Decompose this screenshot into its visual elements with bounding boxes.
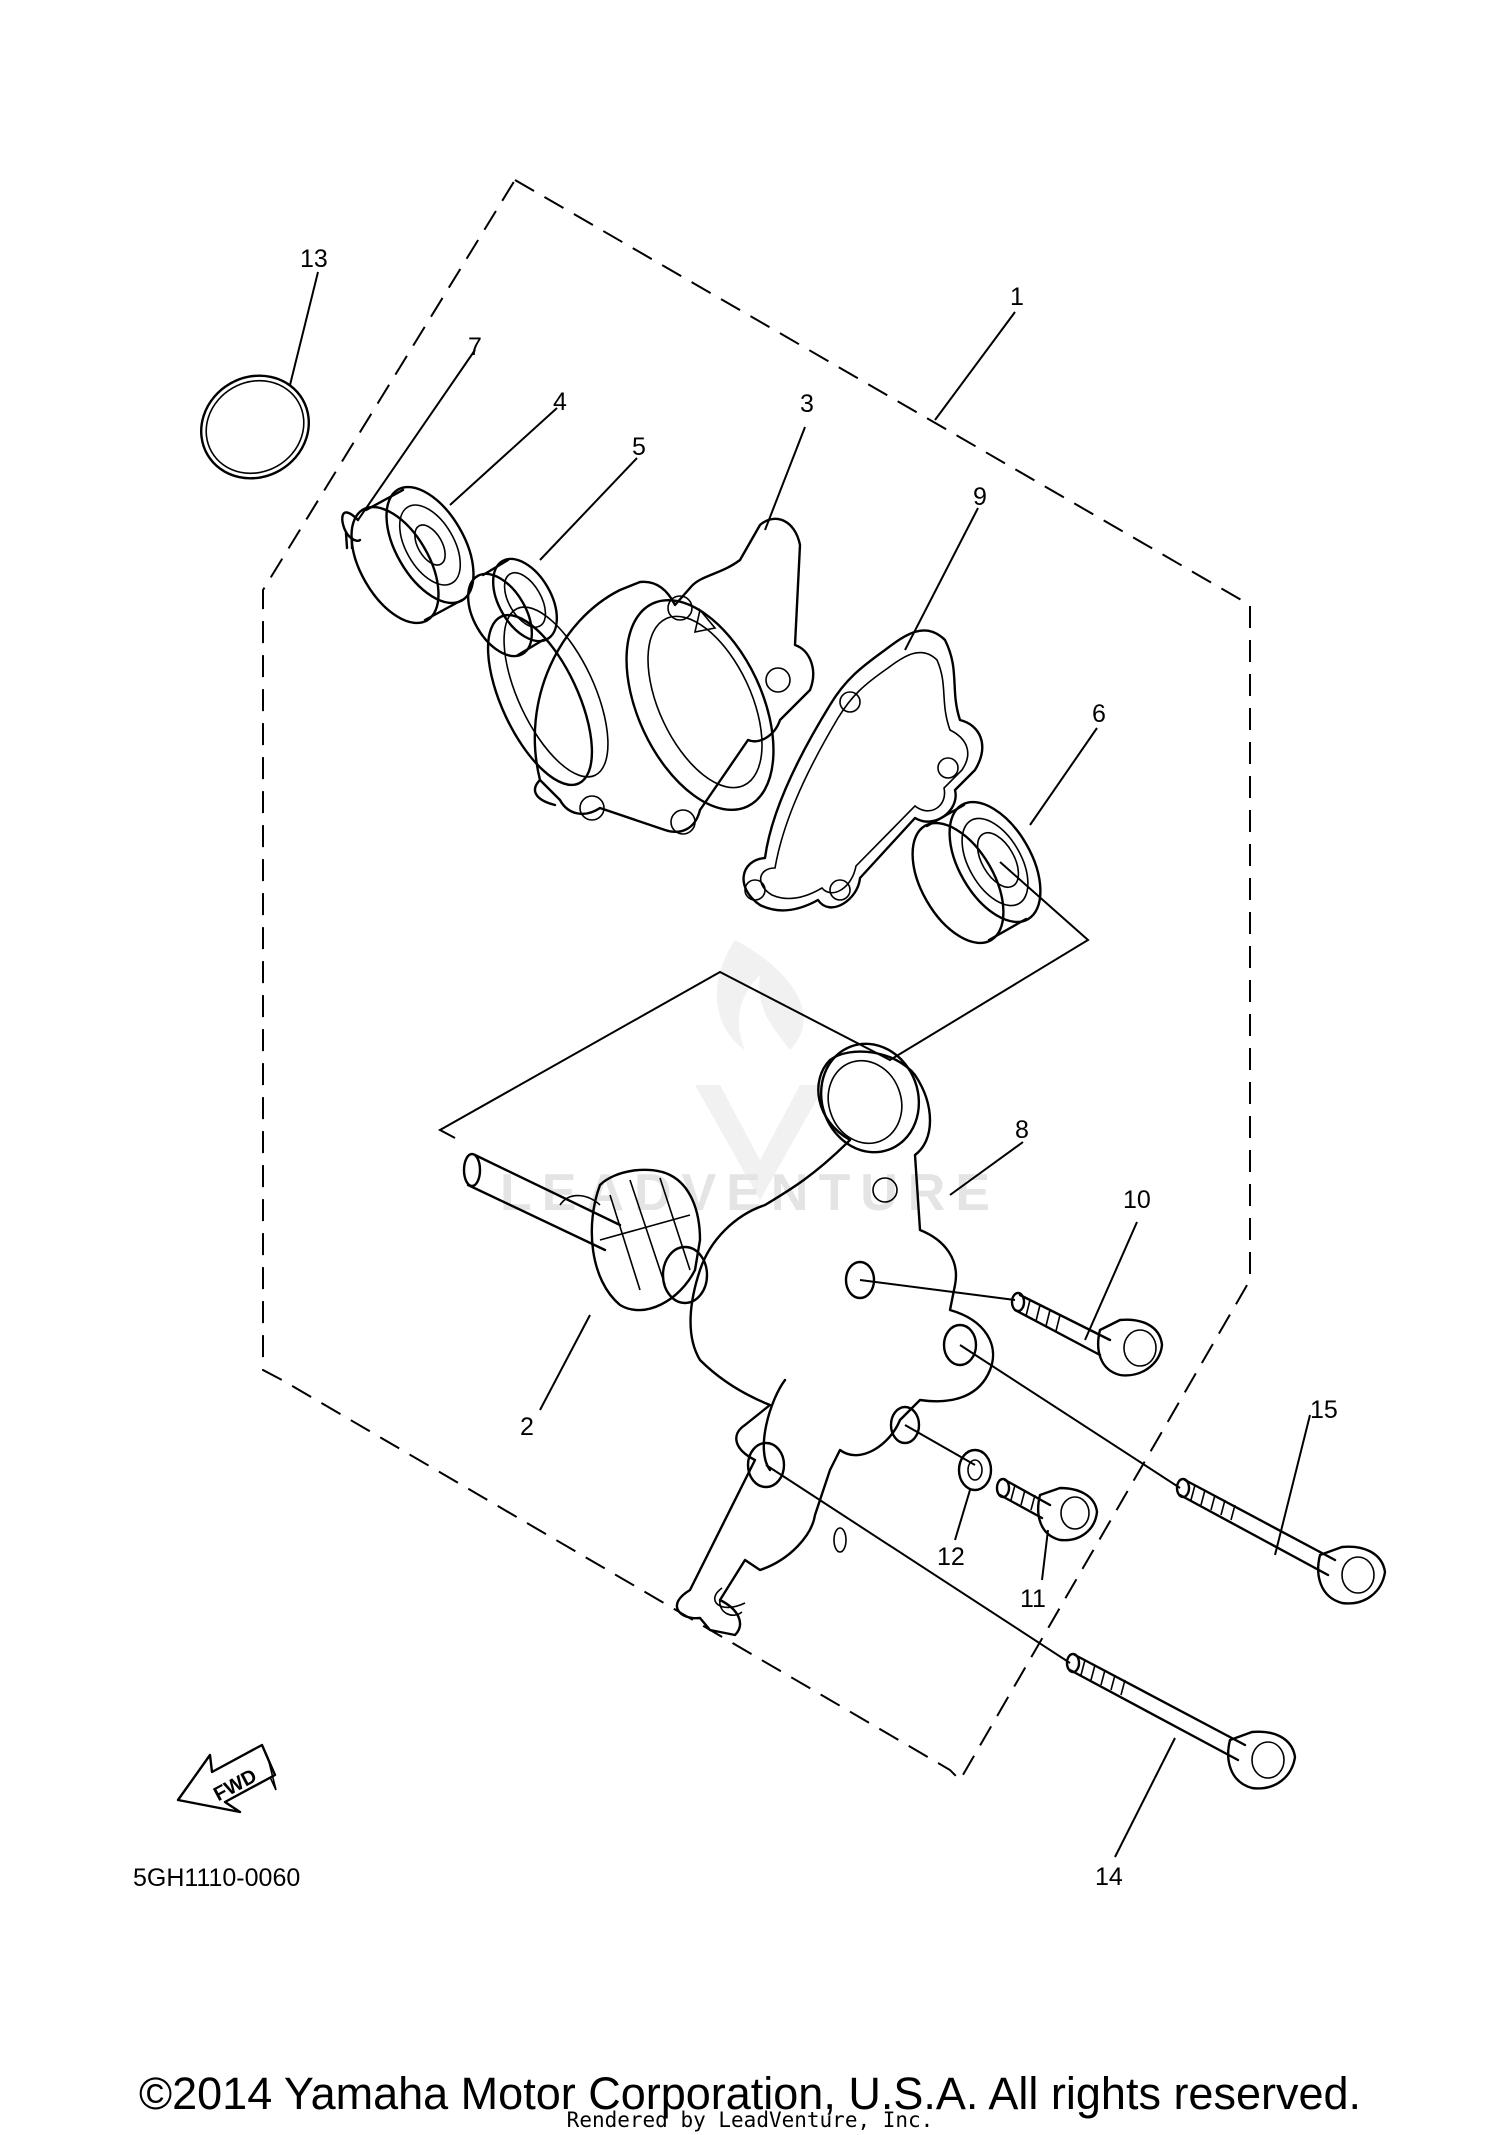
fwd-arrow-icon: FWD [176, 1743, 277, 1814]
callout-13: 13 [300, 245, 328, 273]
drawing-code: 5GH1110-0060 [133, 1864, 300, 1892]
housing-cover-3 [486, 517, 815, 835]
callout-10: 10 [1123, 1186, 1151, 1214]
bolt-15 [1175, 1477, 1387, 1605]
oil-seal-6 [911, 800, 1042, 945]
leader-lines [289, 271, 1311, 1858]
callout-4: 4 [553, 388, 567, 416]
callout-14: 14 [1095, 1863, 1123, 1891]
shaft-axis-lines [437, 861, 1090, 1139]
pump-housing-8 [675, 1042, 995, 1637]
o-ring-13 [200, 374, 310, 480]
bearing-4 [350, 485, 475, 625]
callout-9: 9 [973, 483, 987, 511]
callout-15: 15 [1310, 1396, 1338, 1424]
assembly-boundary [262, 178, 1251, 1782]
callout-11: 11 [1020, 1585, 1046, 1613]
callout-2: 2 [520, 1413, 534, 1441]
bolt-10 [1010, 1291, 1164, 1377]
callout-7: 7 [468, 333, 482, 361]
rendered-by-notice: Rendered by LeadVenture, Inc. [566, 2108, 934, 2132]
callout-3: 3 [800, 390, 814, 418]
callout-5: 5 [632, 433, 646, 461]
bolt-14 [1065, 1652, 1297, 1790]
copyright-notice: ©2014 Yamaha Motor Corporation, U.S.A. A… [138, 2068, 1362, 2119]
gasket-9 [742, 629, 984, 912]
bolt-alignment-lines [765, 1279, 1181, 1664]
impeller-shaft-2 [462, 1152, 709, 1312]
callout-1: 1 [1010, 283, 1024, 311]
callout-12: 12 [937, 1543, 965, 1571]
watermark-text: LEADVENTURE [500, 1164, 1000, 1222]
callout-8: 8 [1015, 1116, 1029, 1144]
washer-12 [957, 1448, 993, 1492]
callout-labels: 13 7 4 5 3 1 9 6 8 10 2 12 11 15 14 [300, 245, 1338, 1891]
bolt-11 [995, 1477, 1099, 1542]
leadventure-watermark: LEADVENTURE [500, 940, 1000, 1222]
callout-6: 6 [1092, 700, 1106, 728]
fwd-label: FWD [210, 1765, 261, 1806]
